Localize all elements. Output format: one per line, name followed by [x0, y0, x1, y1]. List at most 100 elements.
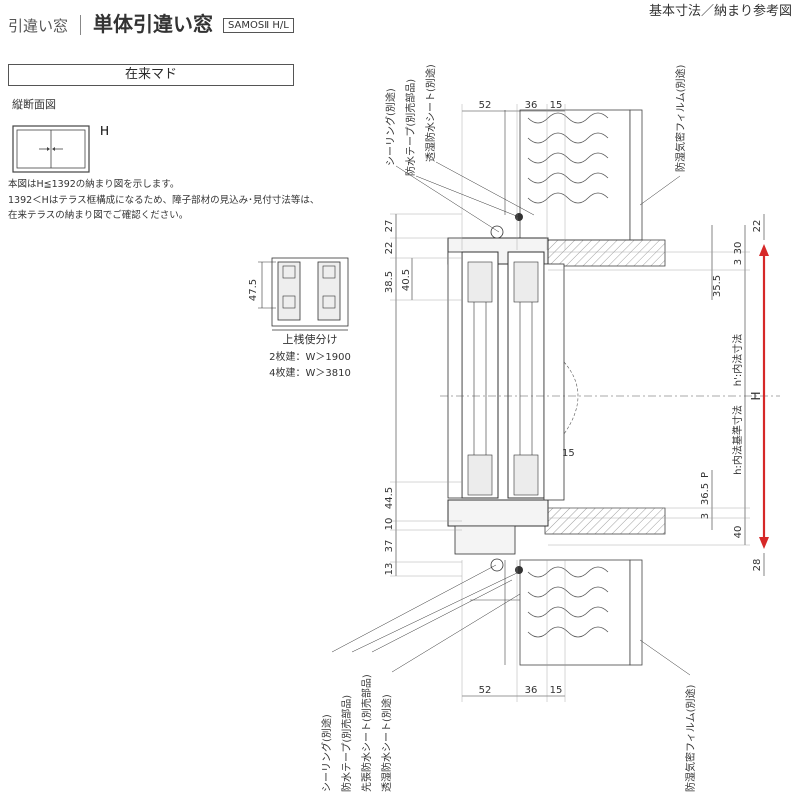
window-icon-arrow-right-head	[52, 147, 55, 151]
bottom-label-tape: 防水テープ(別売部品)	[340, 695, 353, 792]
dim-label-p: P	[700, 472, 711, 478]
top-callouts: シーリング(別途) 防水テープ(別売部品) 透湿防水シート(別途) 防湿気密フィ…	[384, 64, 687, 233]
left-vertical-dims: 27 22 38.5 40.5 44.5 10 37 13 15	[384, 213, 575, 577]
dim-label-h: h:内法基準寸法	[731, 405, 744, 475]
dim-right-40: 40	[733, 526, 744, 539]
window-icon-svg: H	[12, 124, 109, 173]
dim-outer-28: 28	[752, 559, 763, 572]
top-horizontal-dims: 52 36 15	[461, 100, 566, 250]
dim-top-1: 52	[479, 100, 492, 111]
dim-right-35-5: 35.5	[712, 275, 723, 297]
top-rail-inset: 47.5 上桟使分け 2枚建：W＞1900 4枚建：W＞3810	[248, 257, 351, 379]
upper-stud	[629, 109, 643, 241]
dim-right-3-top: 3	[733, 259, 744, 265]
page-title: 単体引違い窓	[93, 12, 214, 36]
window-icon-arrow-left-head	[47, 147, 50, 151]
dim-right-36-5: 36.5	[700, 483, 711, 505]
leader-line	[639, 639, 691, 676]
top-right-label-film: 防湿気密フィルム(別途)	[674, 64, 687, 172]
h-arrow-bottom	[759, 537, 769, 549]
header-divider	[80, 15, 82, 35]
h-arrow-top	[759, 244, 769, 256]
top-label-sealing: シーリング(別途)	[384, 88, 397, 166]
inset-profile-detail	[282, 265, 296, 279]
lower-stud	[629, 559, 643, 666]
wall-structure	[470, 109, 666, 666]
note-line: 本図はH≦1392の納まり図を示します。	[8, 179, 180, 190]
right-inner-dims: 30 35.5 36.5 3 3 40 h':内法寸法 h:内法基準寸法 P	[548, 225, 750, 546]
lock-swing-arc	[563, 361, 579, 435]
installation-type-band: 在来マド	[8, 64, 294, 86]
dim-bottom-1: 52	[479, 685, 492, 696]
leader-line	[639, 175, 681, 206]
leader-line	[395, 165, 500, 233]
bottom-right-label-film: 防湿気密フィルム(別途)	[684, 684, 697, 792]
leader-line	[415, 175, 520, 218]
bottom-label-sheet: 透湿防水シート(別途)	[380, 694, 393, 792]
inner-sash-top-rail	[513, 261, 539, 303]
inset-caption: 上桟使分け	[283, 332, 338, 346]
vertical-section-label: 縦断面図	[12, 98, 56, 111]
insulation-pattern	[527, 566, 609, 638]
dim-left-27: 27	[384, 220, 395, 233]
bottom-label-pre-sheet: 先張防水シート(別売部品)	[360, 674, 373, 792]
insulation-pattern	[527, 112, 609, 204]
leader-line	[351, 571, 520, 653]
window-icon-h-label: H	[100, 124, 109, 138]
note-line: 在来テラスの納まり図でご確認ください。	[8, 210, 189, 221]
dim-left-10: 10	[384, 518, 395, 531]
section-heading: 基本寸法／納まり参考図	[648, 4, 792, 19]
window-icon: H	[12, 121, 132, 181]
series-badge: SAMOSⅡ H/L	[223, 18, 294, 33]
category-label: 引違い窓	[8, 17, 69, 35]
inset-profile-detail	[322, 295, 336, 309]
leader-line	[391, 593, 521, 673]
inset-rule: 4枚建：W＞3810	[269, 366, 351, 379]
notes-block: 本図はH≦1392の納まり図を示します。 1392＜Hはテラス框構成になるため、…	[8, 177, 319, 224]
dim-bottom-2: 36	[525, 685, 538, 696]
dim-left-40-5: 40.5	[401, 269, 412, 291]
sill-sealant-backer	[490, 558, 504, 572]
head-lintel	[544, 239, 666, 267]
outer-sash-bottom-rail	[467, 454, 493, 496]
dim-right-3-bottom: 3	[700, 513, 711, 519]
top-label-tape: 防水テープ(別売部品)	[404, 79, 417, 176]
sill-plate	[544, 507, 666, 535]
inset-profile-detail	[282, 295, 296, 309]
bottom-callouts: シーリング(別途) 防水テープ(別売部品) 先張防水シート(別売部品) 透湿防水…	[320, 564, 697, 792]
dim-bottom-3: 15	[550, 685, 563, 696]
dim-left-13: 13	[384, 563, 395, 576]
dim-left-44-5: 44.5	[384, 487, 395, 509]
dim-left-22: 22	[384, 242, 395, 255]
bottom-horizontal-dims: 52 36 15	[461, 560, 566, 702]
inner-sash-bottom-rail	[513, 454, 539, 496]
overall-height-dim: H 22 28	[749, 214, 769, 576]
header: 引違い窓 単体引違い窓 SAMOSⅡ H/L	[8, 8, 294, 37]
outer-sash-top-rail	[467, 261, 493, 303]
top-label-sheet: 透湿防水シート(別途)	[424, 64, 437, 162]
inset-dimension: 47.5	[248, 279, 259, 301]
leader-line	[331, 564, 497, 653]
dim-label-h-overall: H	[749, 391, 763, 400]
dim-top-3: 15	[550, 100, 563, 111]
inset-profile-left	[277, 261, 301, 321]
window-icon-outer-frame	[12, 125, 90, 173]
window-frame-section	[440, 213, 780, 574]
dim-mid-15: 15	[562, 448, 575, 459]
upper-wall-insulation	[519, 109, 631, 241]
lower-wall-insulation	[519, 559, 631, 666]
inset-profile-detail	[322, 265, 336, 279]
leader-line	[435, 161, 535, 216]
dim-top-2: 36	[525, 100, 538, 111]
dim-outer-22: 22	[752, 220, 763, 233]
bottom-label-sealing: シーリング(別途)	[320, 714, 333, 792]
sill-screw	[515, 566, 523, 574]
dim-left-38-5: 38.5	[384, 271, 395, 293]
inset-profile-right	[317, 261, 341, 321]
dim-label-h-prime: h':内法寸法	[731, 334, 744, 386]
sill-frame	[447, 499, 549, 527]
inset-rule: 2枚建：W＞1900	[269, 350, 351, 363]
sill-flange	[454, 525, 516, 555]
note-line: 1392＜Hはテラス框構成になるため、障子部材の見込み･見付寸法等は、	[8, 194, 320, 206]
